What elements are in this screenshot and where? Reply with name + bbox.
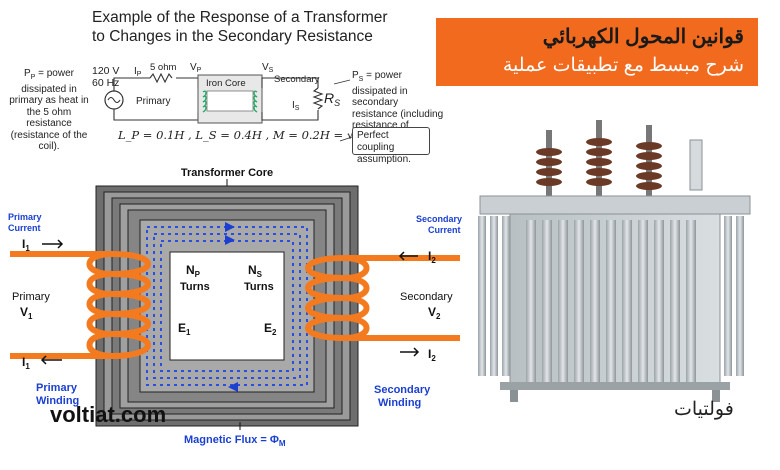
is-label: IS bbox=[292, 100, 300, 112]
i1-out-arrow-icon bbox=[40, 355, 62, 365]
bushings bbox=[536, 120, 662, 200]
secondary-winding bbox=[305, 255, 460, 341]
v1-label: V1 bbox=[20, 305, 33, 321]
rs-label: RS bbox=[324, 90, 340, 108]
resistor-label: 5 ohm bbox=[150, 62, 176, 73]
source-frequency-label: 60 Hz bbox=[92, 77, 119, 89]
ns-turns-label: Turns bbox=[244, 281, 274, 293]
ps-symbol: P bbox=[352, 70, 359, 81]
np-label: NP bbox=[186, 263, 201, 279]
secondary-wire bbox=[261, 77, 319, 121]
coupling-pointer bbox=[339, 136, 353, 142]
ps-subscript: S bbox=[358, 76, 364, 83]
resistor-icon bbox=[149, 72, 173, 84]
title-banner: قوانين المحول الكهربائي شرح مبسط مع تطبي… bbox=[436, 18, 758, 86]
core-window bbox=[169, 251, 285, 361]
pp-symbol: P bbox=[24, 68, 31, 79]
title-line-2: to Changes in the Secondary Resistance bbox=[92, 28, 373, 45]
i1-in-arrow-icon bbox=[42, 239, 64, 249]
page-title: Example of the Response of a Transformer… bbox=[92, 8, 412, 46]
ns-label: NS bbox=[248, 263, 263, 279]
v2-label: V2 bbox=[428, 305, 441, 321]
core-title: Transformer Core bbox=[181, 167, 273, 179]
ps-pointer bbox=[333, 79, 351, 85]
banner-title: قوانين المحول الكهربائي bbox=[542, 26, 744, 48]
tank-base bbox=[500, 382, 730, 390]
tank-lid bbox=[479, 195, 751, 215]
inductance-formula: L_P = 0.1H , L_S = 0.4H , M = 0.2H = √(L… bbox=[118, 128, 410, 142]
primary-voltage-word: Primary bbox=[12, 291, 50, 303]
e1-label: E1 bbox=[178, 321, 191, 337]
i1-bottom-label: I1 bbox=[22, 355, 30, 371]
load-resistor-icon bbox=[312, 87, 324, 110]
site-logo-arabic: فولتيات bbox=[674, 399, 734, 420]
i2-top-label: I2 bbox=[428, 249, 436, 265]
secondary-coil-icon bbox=[253, 90, 258, 113]
source-voltage-label: 120 V bbox=[92, 65, 119, 77]
flux-path-outer bbox=[153, 233, 301, 379]
i2-in-arrow-icon bbox=[398, 251, 418, 261]
i1-top-label: I1 bbox=[22, 237, 30, 253]
i2-out-arrow-icon bbox=[400, 347, 420, 357]
magnetic-flux-label: Magnetic Flux = ΦM bbox=[184, 434, 286, 448]
conservator-gauge-icon bbox=[689, 139, 703, 191]
iron-core-label: Iron Core bbox=[206, 78, 246, 89]
circuit-schematic: 120 V 60 Hz 5 ohm IP Primary Iron Core V… bbox=[92, 62, 353, 142]
transformer-photo bbox=[478, 120, 751, 402]
e2-label: E2 bbox=[264, 321, 277, 337]
secondary-voltage-word: Secondary bbox=[400, 291, 453, 303]
ip-label: IP bbox=[134, 66, 142, 78]
site-logo: voltiat.com bbox=[50, 402, 167, 427]
cooling-fins bbox=[478, 216, 744, 382]
pp-text: = power dissipated in primary as heat in… bbox=[9, 68, 89, 152]
primary-winding bbox=[10, 251, 151, 359]
flux-arrow-icon bbox=[225, 222, 238, 392]
pp-subscript: P bbox=[30, 74, 36, 81]
core-window bbox=[206, 90, 254, 112]
i2-bottom-label: I2 bbox=[428, 347, 436, 363]
primary-coil-label: Primary bbox=[136, 96, 170, 107]
sine-wave-icon bbox=[107, 96, 121, 104]
title-line-1: Example of the Response of a Transformer bbox=[92, 9, 388, 26]
np-turns-label: Turns bbox=[180, 281, 210, 293]
secondary-coil-label: Secondary bbox=[274, 74, 320, 85]
vs-label: VS bbox=[262, 62, 274, 74]
coupling-callout: Perfect coupling assumption. bbox=[352, 127, 430, 165]
transformer-core bbox=[95, 185, 359, 427]
primary-coil-icon bbox=[202, 90, 207, 113]
primary-power-note: PP = power dissipated in primary as heat… bbox=[4, 68, 94, 153]
banner-subtitle: شرح مبسط مع تطبيقات عملية bbox=[502, 55, 744, 76]
vp-label: VP bbox=[190, 62, 202, 74]
